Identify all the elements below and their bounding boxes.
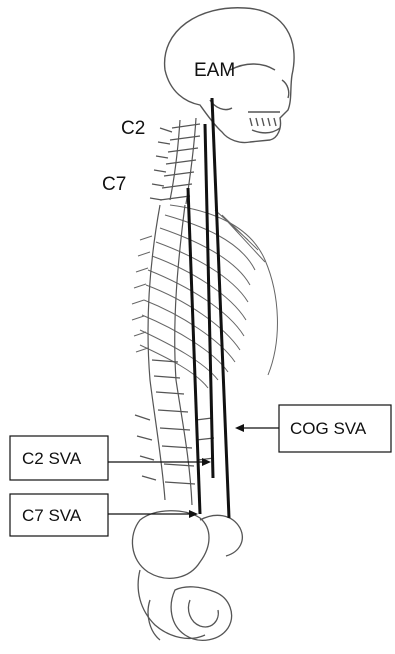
c7-label: C7 [102,174,126,195]
c7-plumb-line [188,188,200,514]
c7-sva-arrowhead-icon [189,510,198,518]
c7-sva-callout: C7 SVA [10,494,198,536]
cervical-spine-illustration [150,118,200,204]
c2-label: C2 [121,118,145,139]
cog-sva-arrowhead-icon [235,424,244,432]
cog-sva-callout: COG SVA [235,405,391,452]
c2-plumb-line [205,124,213,478]
c7-sva-label: C7 SVA [22,506,82,525]
cog-sva-label: COG SVA [290,419,367,438]
pelvis-illustration [132,511,242,641]
eam-plumb-line [212,98,229,518]
c2-sva-callout: C2 SVA [10,436,211,480]
c2-sva-label: C2 SVA [22,449,82,468]
eam-label: EAM [194,60,235,81]
